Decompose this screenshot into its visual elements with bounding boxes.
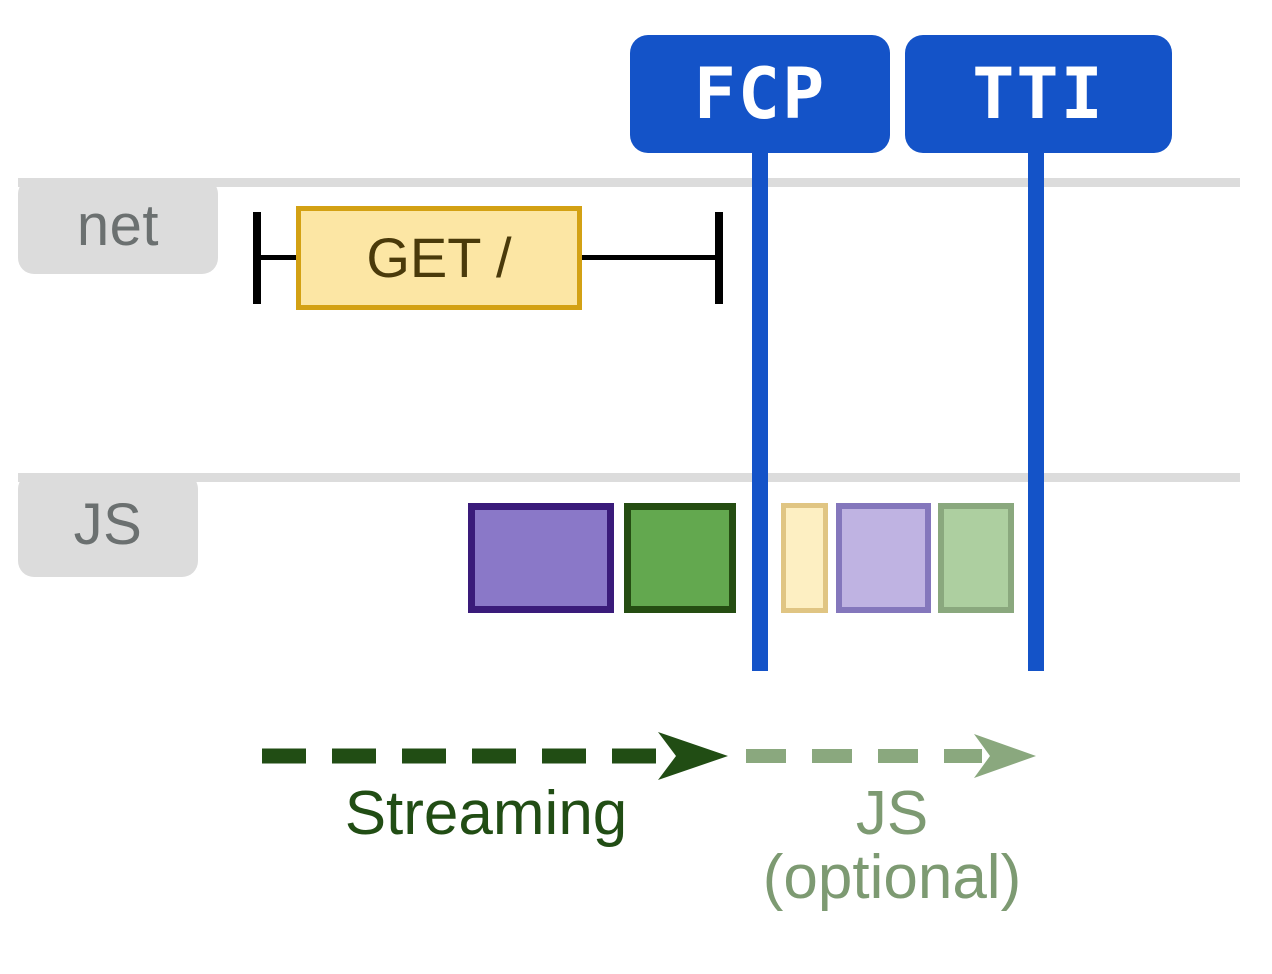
phase-caption-js-line-1: JS (855, 779, 929, 848)
request-bar-get-root[interactable]: GET / (296, 206, 582, 310)
request-end-cap (715, 212, 723, 304)
phase-caption-js-line-2: (optional) (762, 843, 1022, 913)
phase-caption-js-optional: JS (optional) (722, 779, 1062, 913)
js-task-block-4-optional[interactable] (836, 503, 931, 613)
lane-label-net: net (18, 178, 218, 274)
marker-badge-tti[interactable]: TTI (905, 35, 1172, 153)
js-optional-arrow-icon (742, 730, 1042, 787)
js-task-block-3-optional[interactable] (781, 503, 828, 613)
marker-badge-fcp[interactable]: FCP (630, 35, 890, 153)
lane-baseline-js (18, 473, 1240, 482)
marker-line-fcp (752, 140, 768, 671)
marker-line-tti (1028, 140, 1044, 671)
js-task-block-1[interactable] (468, 503, 614, 613)
phase-caption-streaming: Streaming (256, 779, 716, 848)
lane-baseline-net (18, 178, 1240, 187)
js-task-block-5-optional[interactable] (938, 503, 1014, 613)
phase-caption-streaming-line-1: Streaming (344, 779, 628, 848)
lane-label-js: JS (18, 473, 198, 577)
js-task-block-2[interactable] (624, 503, 736, 613)
streaming-arrow-icon (258, 730, 738, 787)
